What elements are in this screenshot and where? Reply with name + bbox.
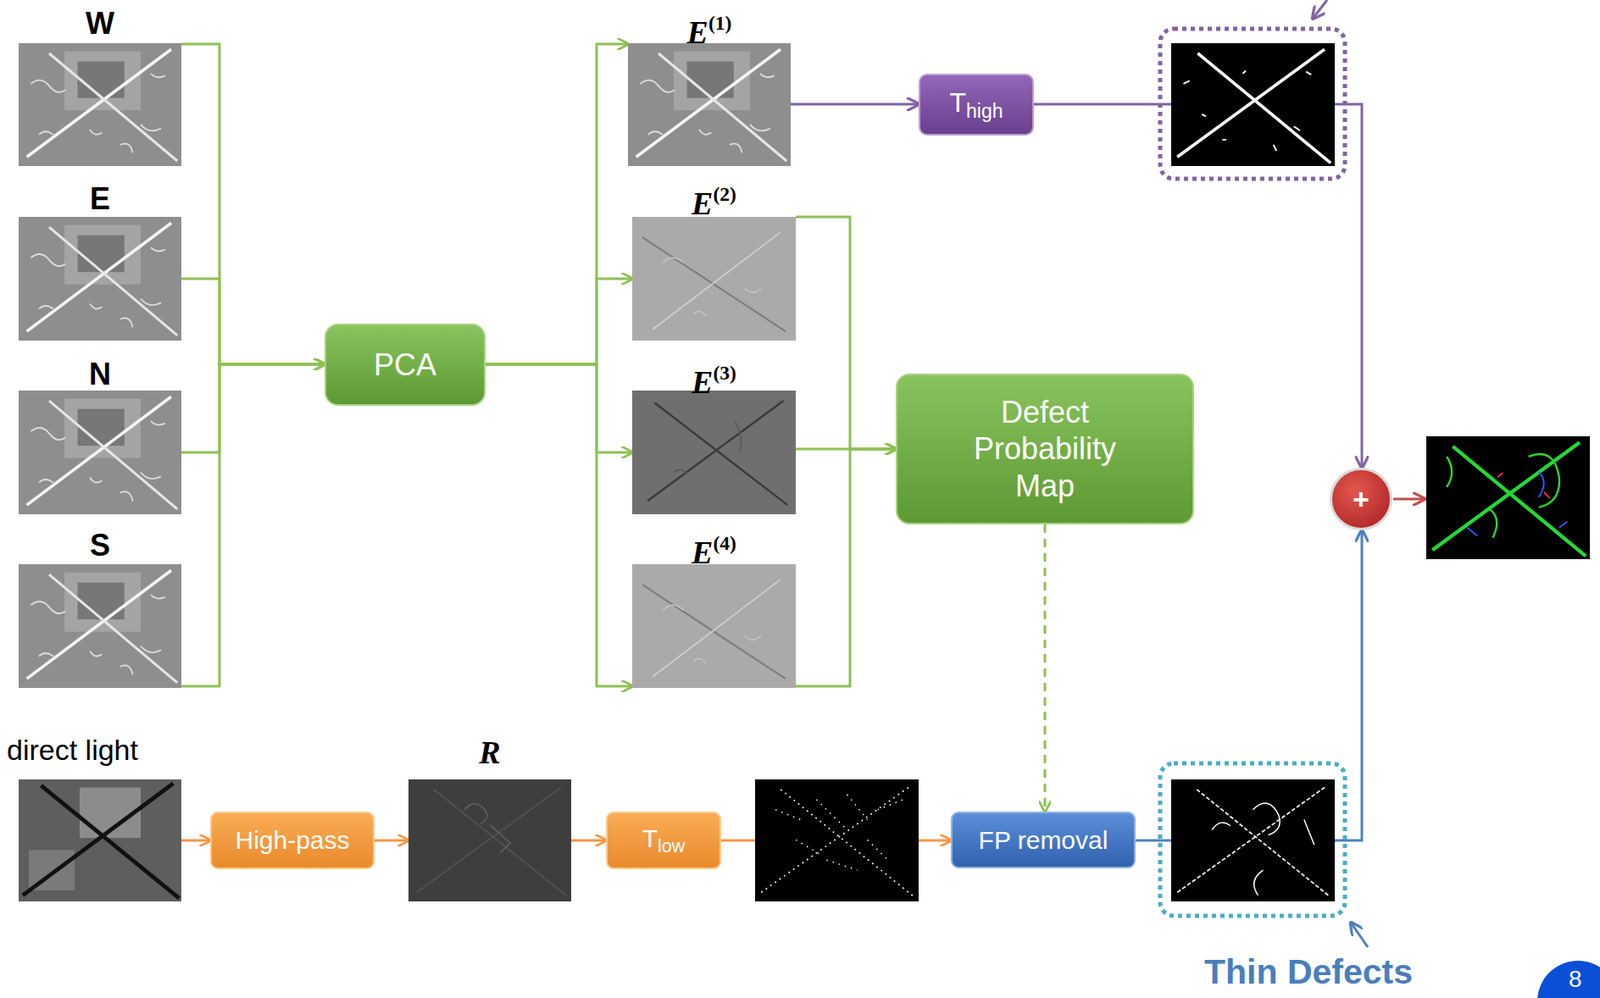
text-holder: E bbox=[89, 182, 111, 217]
text-holder: Tlow bbox=[642, 823, 686, 858]
flow-arrow bbox=[485, 44, 628, 365]
text-holder: S bbox=[89, 528, 111, 563]
image-panel: E(2) bbox=[632, 177, 796, 341]
process-box: PCA bbox=[324, 323, 486, 406]
input-image bbox=[18, 43, 182, 167]
threshold-box: Tlow bbox=[605, 811, 722, 870]
node-text: + bbox=[1352, 483, 1370, 516]
text-holder: R bbox=[478, 735, 500, 770]
flow-arrow bbox=[181, 839, 211, 843]
image-panel: direct light bbox=[6, 733, 182, 902]
page-number: 8 bbox=[1568, 966, 1583, 994]
node-text: E bbox=[687, 14, 709, 50]
text-holder: PCA bbox=[373, 346, 437, 384]
page-badge bbox=[1537, 961, 1600, 998]
dotted-frame bbox=[1160, 28, 1345, 179]
node-text: E bbox=[89, 181, 111, 217]
flow-arrow bbox=[181, 364, 325, 687]
node-text: S bbox=[89, 527, 111, 563]
node-text: W bbox=[85, 5, 115, 41]
flow-arrow bbox=[485, 364, 633, 453]
leader-arrow bbox=[1350, 922, 1368, 948]
flow-arrow bbox=[181, 278, 325, 365]
component-image bbox=[632, 390, 796, 515]
text-holder: Thigh bbox=[949, 86, 1003, 124]
residual-image bbox=[408, 779, 572, 902]
image-panel: R bbox=[408, 733, 572, 902]
process-box: FP removal bbox=[950, 811, 1136, 869]
flow-arrow bbox=[571, 839, 606, 843]
image-panel: S bbox=[18, 527, 182, 689]
binary-image bbox=[1171, 779, 1335, 902]
index-text: (4) bbox=[712, 532, 736, 555]
binary-image bbox=[755, 779, 919, 902]
index-text: (1) bbox=[708, 11, 732, 34]
text-holder: + bbox=[1352, 482, 1370, 517]
binary-image bbox=[1171, 43, 1335, 167]
flow-arrow bbox=[181, 364, 325, 453]
node-text: E bbox=[691, 185, 713, 222]
node-text: High-pass bbox=[234, 826, 350, 855]
text-holder: Defect Probability Map bbox=[947, 394, 1143, 505]
flow-arrow bbox=[181, 44, 325, 365]
flow-arrow bbox=[795, 449, 896, 687]
flow-arrow bbox=[795, 216, 896, 450]
node-text: E bbox=[691, 534, 713, 571]
node-text: FP removal bbox=[978, 826, 1109, 855]
text-holder: FP removal bbox=[978, 825, 1109, 856]
input-image bbox=[18, 564, 182, 689]
image-panel: W bbox=[18, 5, 182, 167]
text-holder: N bbox=[88, 357, 112, 392]
text-holder: High-pass bbox=[234, 825, 350, 856]
text-holder: E(2) bbox=[691, 177, 737, 221]
callout-label: Thin Defects bbox=[1204, 952, 1413, 993]
text-holder: E(3) bbox=[691, 355, 737, 400]
text-holder: W bbox=[85, 6, 115, 41]
text-holder: direct light bbox=[6, 733, 139, 767]
node-text: R bbox=[478, 734, 500, 771]
text-holder: E(4) bbox=[691, 526, 737, 570]
threshold-box: Thigh bbox=[918, 73, 1034, 136]
image-panel: E bbox=[18, 181, 182, 341]
image-panel: E(3) bbox=[632, 355, 796, 515]
node-text: T bbox=[949, 87, 967, 118]
node-text: Defect Probability Map bbox=[973, 394, 1117, 503]
leader-arrow bbox=[1312, 0, 1328, 19]
filter-box: High-pass bbox=[210, 811, 375, 870]
node-text: E bbox=[691, 364, 713, 400]
sum-circle: + bbox=[1329, 467, 1393, 531]
flow-arrow bbox=[485, 364, 633, 687]
node-text: N bbox=[88, 356, 112, 392]
output-arrow bbox=[1393, 498, 1425, 501]
image-panel: E(4) bbox=[632, 526, 796, 689]
flow-arrow bbox=[485, 278, 633, 365]
node-text: PCA bbox=[373, 347, 437, 383]
node-text: direct light bbox=[6, 733, 139, 767]
input-image bbox=[18, 779, 182, 902]
component-image bbox=[627, 43, 791, 167]
index-text: low bbox=[657, 835, 685, 857]
index-text: high bbox=[966, 100, 1004, 123]
image-panel: E(1) bbox=[627, 5, 791, 167]
component-image bbox=[632, 564, 796, 689]
flow-arrow bbox=[374, 839, 409, 843]
dotted-frame bbox=[1160, 763, 1345, 917]
input-image bbox=[18, 390, 182, 515]
node-text: T bbox=[642, 824, 658, 853]
input-image bbox=[18, 216, 182, 341]
result-image bbox=[1426, 436, 1590, 560]
index-text: (2) bbox=[712, 183, 736, 206]
process-box: Defect Probability Map bbox=[895, 373, 1195, 525]
index-text: (3) bbox=[712, 361, 736, 384]
component-image bbox=[632, 216, 796, 341]
image-panel: N bbox=[18, 356, 182, 515]
text-holder: E(1) bbox=[687, 5, 733, 50]
flow-arrow bbox=[1044, 524, 1047, 812]
flow-arrow bbox=[790, 103, 919, 106]
